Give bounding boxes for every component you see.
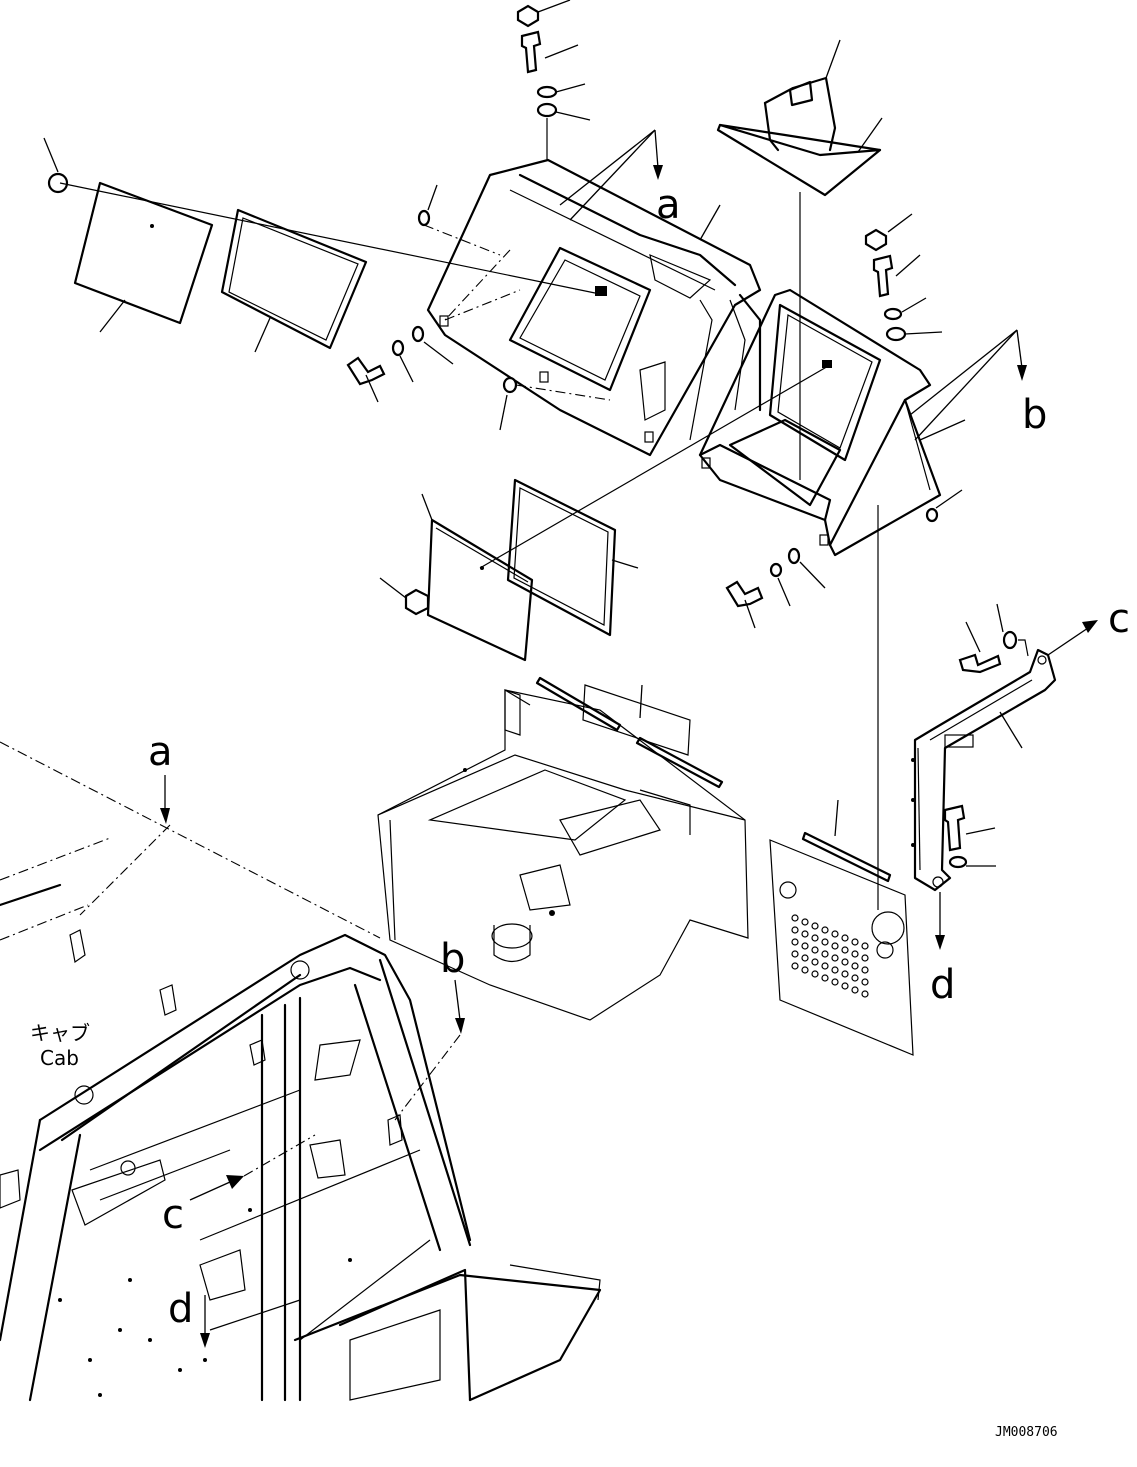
top-tray-cover [716, 39, 883, 480]
bolt-stack-right [864, 213, 943, 342]
mounting-bracket: c d [911, 596, 1130, 1008]
bolt-set-left [346, 325, 454, 403]
console-box-main [426, 158, 762, 457]
console-side-panel [479, 288, 966, 569]
lower-lid-cover [379, 493, 534, 662]
label-b-cab: b [440, 936, 465, 982]
grille-panel [769, 505, 914, 1056]
callout-d-cab: d [168, 1286, 210, 1348]
callout-a-cab: a [79, 729, 173, 916]
label-c-cab: c [162, 1192, 184, 1238]
cab-frame [0, 741, 602, 1402]
grommet-2 [502, 376, 518, 394]
bolt-set-right [725, 547, 826, 629]
grille-holes [791, 914, 869, 998]
grommet-1 [417, 209, 431, 227]
label-a-cab: a [148, 729, 173, 775]
upper-lid-seal [220, 208, 368, 353]
grommet-3 [925, 507, 939, 523]
label-b-top: b [1022, 392, 1047, 438]
callout-b-cab: b [394, 936, 465, 1121]
label-c-right: c [1108, 596, 1130, 642]
upper-lid-cover [43, 137, 214, 333]
cab-label-en: Cab [40, 1046, 79, 1070]
bolt-stack-top [516, 0, 591, 160]
cab-label-jp: キャブ [30, 1021, 90, 1045]
bracket-bolts [943, 603, 1029, 869]
drawing-code: JM008706 [995, 1425, 1058, 1440]
label-a-top: a [656, 182, 681, 228]
center-box-assembly [377, 676, 749, 1021]
callout-a-top: a [559, 129, 681, 228]
label-d-right: d [930, 962, 955, 1008]
callout-c-cab: c [162, 1134, 316, 1238]
lower-lid-seal [506, 478, 639, 637]
callout-b-top: b [909, 329, 1047, 441]
label-d-cab: d [168, 1286, 193, 1332]
